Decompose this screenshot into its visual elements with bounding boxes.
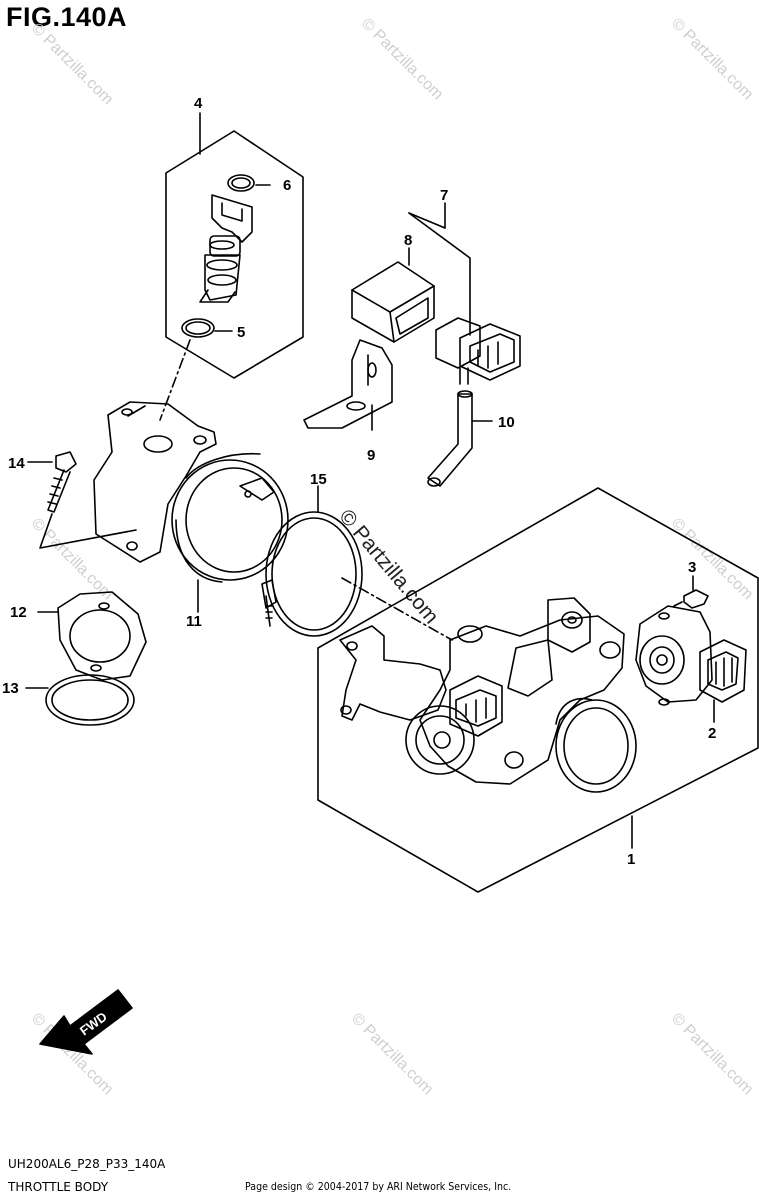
hose-10 bbox=[427, 390, 493, 487]
fuel-injector bbox=[199, 194, 253, 303]
callout-2: 2 bbox=[708, 725, 716, 742]
rubber-boot-8 bbox=[351, 261, 435, 343]
forward-direction-arrow: FWD bbox=[39, 989, 133, 1055]
callout-6: 6 bbox=[283, 177, 291, 194]
sensor-group-leader bbox=[408, 202, 471, 336]
callout-14: 14 bbox=[8, 455, 25, 472]
o-ring-13 bbox=[25, 674, 135, 726]
callout-3: 3 bbox=[688, 559, 696, 576]
callout-12: 12 bbox=[10, 604, 27, 621]
connector-7 bbox=[435, 317, 521, 385]
bolt-14 bbox=[27, 451, 137, 549]
callout-10: 10 bbox=[498, 414, 515, 431]
throttle-position-sensor-2 bbox=[635, 605, 747, 723]
fig-title: FIG.140A bbox=[6, 2, 128, 32]
injector-group-box bbox=[165, 112, 304, 379]
injector-centerline bbox=[159, 339, 191, 421]
throttle-body-1 bbox=[339, 597, 637, 793]
intake-pipe-11 bbox=[93, 401, 289, 613]
throttle-body-group-box bbox=[317, 487, 759, 893]
callout-5: 5 bbox=[237, 324, 245, 341]
callout-8: 8 bbox=[404, 232, 412, 249]
callout-4: 4 bbox=[194, 95, 203, 112]
callout-1: 1 bbox=[627, 851, 635, 868]
screw-3 bbox=[673, 575, 709, 609]
callout-7: 7 bbox=[440, 187, 448, 204]
gasket-12 bbox=[37, 591, 147, 681]
o-ring-5 bbox=[181, 318, 233, 338]
callout-9: 9 bbox=[367, 447, 375, 464]
bracket-9 bbox=[303, 339, 393, 431]
callout-15: 15 bbox=[310, 471, 327, 488]
callout-11: 11 bbox=[186, 613, 202, 630]
diagram-name: THROTTLE BODY bbox=[8, 1180, 109, 1194]
diagram-code: UH200AL6_P28_P33_140A bbox=[8, 1157, 166, 1171]
o-ring-6 bbox=[227, 174, 271, 192]
callout-13: 13 bbox=[2, 680, 19, 697]
copyright-credit: Page design © 2004-2017 by ARI Network S… bbox=[245, 1180, 512, 1193]
clamp-15 bbox=[261, 485, 453, 641]
